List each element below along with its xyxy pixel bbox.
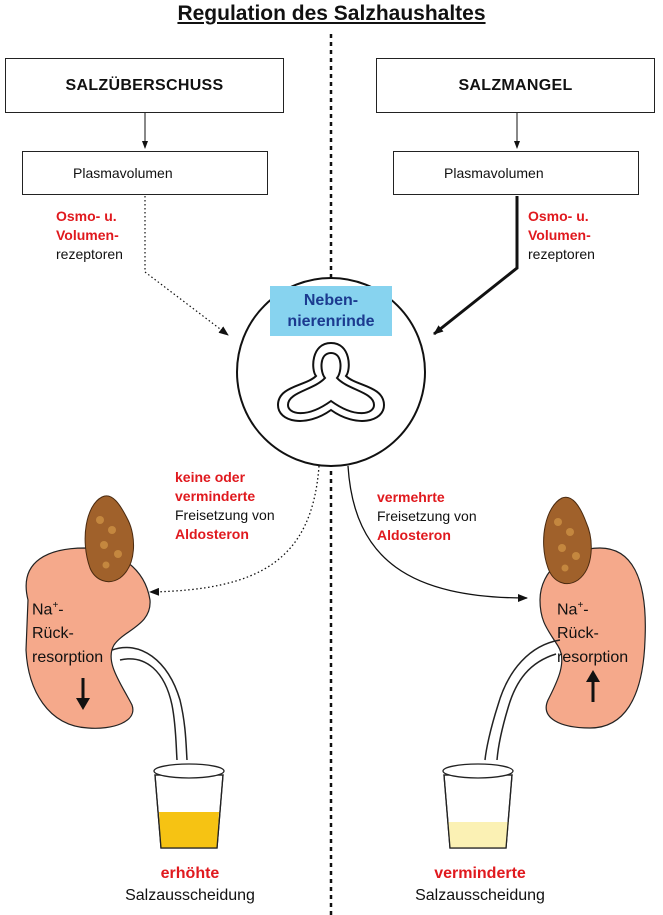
- left-kidney-sup: +: [52, 600, 59, 611]
- left-kidney-na: Na: [32, 601, 53, 619]
- right-receptor-label: Osmo- u. Volumen- rezeptoren: [528, 207, 595, 264]
- right-ureter-inner: [496, 653, 557, 761]
- left-beaker-icon: [153, 763, 225, 849]
- left-release-red1: keine oder: [175, 469, 246, 485]
- left-release-hormone: Aldosteron: [175, 526, 249, 542]
- right-kidney-na: Na: [557, 601, 578, 619]
- right-adrenal-gland-icon: [543, 496, 592, 584]
- right-kidney-label: Na+- Rück- resorption: [557, 594, 628, 670]
- left-receptor-red1: Osmo- u.: [56, 208, 117, 224]
- left-adrenal-gland-icon: [84, 495, 135, 583]
- left-plasma-label: Plasmavolumen: [73, 165, 173, 181]
- right-result-red: verminderte: [434, 865, 526, 882]
- right-release-label: vermehrte Freisetzung von Aldosteron: [377, 488, 477, 545]
- salt-deficit-label: SALZMANGEL: [458, 76, 573, 94]
- left-receptor-black: rezeptoren: [56, 246, 123, 262]
- right-kidney-shape: [539, 547, 646, 729]
- right-kidney-line2: Rück-: [557, 625, 599, 643]
- right-result-black: Salzausscheidung: [415, 887, 545, 904]
- right-receptor-red1: Osmo- u.: [528, 208, 589, 224]
- page-title: Regulation des Salzhaushaltes: [177, 2, 486, 25]
- left-release-label: keine oder verminderte Freisetzung von A…: [175, 468, 275, 544]
- right-kidney-dash: -: [583, 601, 589, 619]
- right-release-red: vermehrte: [377, 489, 445, 505]
- left-result-black: Salzausscheidung: [125, 887, 255, 904]
- left-kidney-shape: [25, 547, 151, 729]
- left-kidney: [25, 495, 188, 761]
- salt-excess-box: SALZÜBERSCHUSS: [5, 58, 284, 113]
- arrow-right-receptor-thick: [433, 196, 519, 336]
- left-receptor-label: Osmo- u. Volumen- rezeptoren: [56, 207, 123, 264]
- left-result-red: erhöhte: [160, 865, 220, 882]
- left-kidney-line2: Rück-: [32, 625, 74, 643]
- right-kidney: [484, 496, 646, 761]
- right-kidney-line3: resorption: [557, 649, 629, 667]
- adrenal-cortex-line2: nierenrinde: [287, 313, 375, 330]
- left-ureter-outer: [111, 646, 188, 761]
- salt-deficit-box: SALZMANGEL: [376, 58, 655, 113]
- right-plasma-box: Plasmavolumen: [393, 151, 639, 195]
- left-release-black: Freisetzung von: [175, 507, 275, 523]
- right-kidney-sup: +: [577, 600, 584, 611]
- adrenal-cortex-label: Neben- nierenrinde: [270, 286, 392, 336]
- right-release-hormone: Aldosteron: [377, 527, 451, 543]
- arrow-left-receptor-dotted: [144, 196, 229, 336]
- left-result-label: erhöhte Salzausscheidung: [90, 863, 290, 907]
- left-kidney-dash: -: [58, 601, 64, 619]
- right-plasma-label: Plasmavolumen: [444, 165, 544, 181]
- left-release-red2: verminderte: [175, 488, 256, 504]
- left-resorption-down-icon: [76, 698, 90, 710]
- adrenal-cross-section-icon: [276, 341, 386, 422]
- right-receptor-black: rezeptoren: [528, 246, 595, 262]
- left-kidney-label: Na+- Rück- resorption: [32, 594, 103, 670]
- adrenal-cortex-line1: Neben-: [303, 292, 359, 309]
- left-plasma-box: Plasmavolumen: [22, 151, 268, 195]
- left-ureter-inner: [119, 658, 178, 761]
- right-receptor-red2: Volumen-: [528, 227, 591, 243]
- arrow-right-aldosterone-solid: [347, 465, 528, 602]
- left-receptor-red2: Volumen-: [56, 227, 119, 243]
- arrow-left-aldosterone-dotted: [149, 465, 320, 596]
- right-beaker-icon: [442, 763, 514, 849]
- right-ureter-outer: [484, 639, 561, 761]
- right-resorption-up-icon: [586, 670, 600, 682]
- salt-excess-label: SALZÜBERSCHUSS: [65, 76, 224, 94]
- right-result-label: verminderte Salzausscheidung: [380, 863, 580, 907]
- right-release-black: Freisetzung von: [377, 508, 477, 524]
- left-kidney-line3: resorption: [32, 649, 104, 667]
